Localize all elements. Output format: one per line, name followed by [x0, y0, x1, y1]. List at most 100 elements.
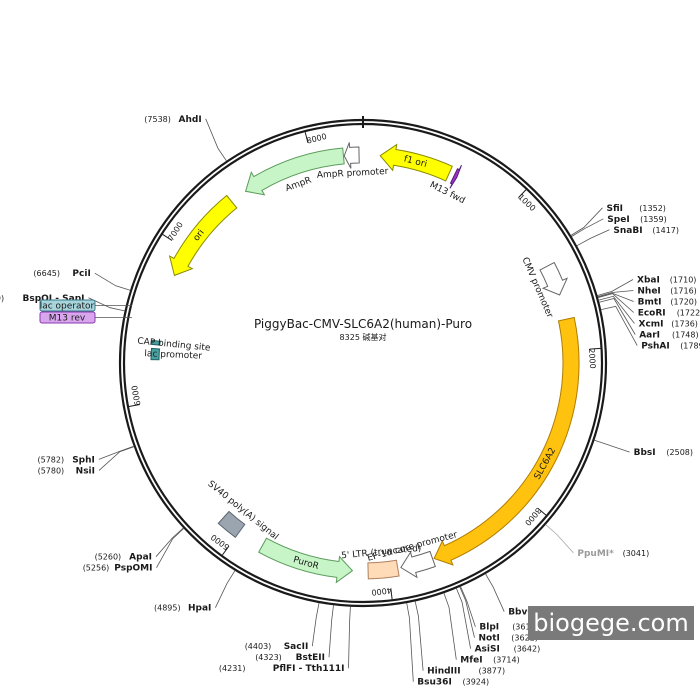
ltr-arrow: [367, 559, 400, 580]
site-leader-line: [570, 207, 603, 236]
site-leader-line: [328, 605, 334, 658]
tick-mark: [537, 507, 547, 516]
site-position: (1722): [677, 309, 700, 318]
site-position: (1352): [639, 204, 666, 213]
site-name: NsiI: [76, 466, 95, 476]
site-position: (5780): [38, 466, 65, 475]
site-position: (3617): [512, 623, 539, 632]
site-position: (1736): [671, 320, 698, 329]
site-position: (3877): [479, 667, 506, 676]
site-position: (1789): [680, 342, 700, 351]
site-position: (6529): [0, 294, 4, 303]
site-name: SacII: [284, 642, 309, 652]
site-name: SphI: [72, 455, 95, 465]
site-leader-line: [597, 279, 634, 296]
backbone-ring: [118, 116, 608, 608]
site-leader-line: [485, 573, 505, 612]
tick-mark: [221, 545, 230, 556]
site-position: (1710): [670, 276, 697, 285]
site-position: (3714): [493, 656, 520, 665]
site-position: (4403): [245, 642, 272, 651]
m13-fwd-label: M13 fwd: [428, 180, 467, 206]
site-name: XbaI: [637, 276, 660, 286]
site-name: HindIII: [427, 667, 461, 677]
site-leader-line: [443, 593, 457, 660]
site-name: PspOMI: [114, 564, 152, 574]
ampr-label: AmpR: [284, 175, 313, 194]
tick-mark: [162, 233, 173, 241]
site-name: SnaBI: [613, 226, 642, 236]
site-name: BmtI: [638, 298, 662, 308]
site-leader-line: [406, 603, 414, 682]
site-leader-line: [459, 586, 475, 638]
site-name: EcoRI: [638, 309, 666, 319]
slc6a2-arrow: [433, 316, 580, 566]
site-position: (3642): [514, 645, 541, 654]
plasmid-size: 8325 碱基对: [340, 332, 387, 342]
site-position: (5782): [37, 455, 64, 464]
site-name: SpeI: [607, 215, 629, 225]
backbone-inner-line: [122, 122, 604, 604]
site-name: PpuMI*: [577, 549, 614, 559]
site-name: BlpI: [479, 623, 499, 633]
site-name: PshAI: [641, 342, 670, 352]
site-leader-line: [594, 439, 630, 453]
cap-site-arrow: [151, 339, 161, 346]
ampr-arrow: [244, 147, 345, 196]
ef1a-core-arrow: [400, 550, 436, 579]
watermark-text: biogege.com: [533, 609, 689, 637]
site-position: (5260): [95, 553, 122, 562]
plasmid-name: PiggyBac-CMV-SLC6A2(human)-Puro: [254, 317, 472, 331]
cmv-promoter-arrow: [539, 261, 569, 296]
site-name: BbsI: [634, 448, 656, 458]
site-leader-line: [599, 298, 636, 335]
site-leader-line: [98, 446, 134, 471]
site-name: XcmI: [639, 320, 664, 330]
tick-mark: [128, 404, 140, 407]
site-name: MfeI: [460, 656, 482, 666]
site-leader-line: [156, 528, 184, 568]
lac-promoter-label: lac promoter: [144, 349, 202, 361]
site-leader-line: [215, 570, 236, 608]
site-name: BstEII: [296, 653, 325, 663]
site-name: BspQI - SapI: [22, 294, 84, 304]
site-position: (6645): [33, 269, 60, 278]
site-leader-line: [456, 588, 471, 649]
site-leader-line: [597, 292, 634, 302]
site-name: AsiSI: [475, 645, 500, 655]
site-position: (3041): [623, 549, 650, 558]
tick-label: 8000: [306, 132, 328, 146]
site-leader-line: [94, 272, 131, 291]
site-leader-line: [460, 586, 476, 627]
site-position: (5256): [83, 564, 110, 573]
site-name: BbvCI: [508, 608, 537, 618]
ampr-promoter-label: AmpR promoter: [317, 167, 389, 181]
site-position: (7538): [144, 115, 171, 124]
site-name: PflFI - Tth111I: [273, 664, 345, 674]
lac-operator-label: lac operator: [40, 302, 95, 312]
site-name: ApaI: [129, 553, 152, 563]
site-leader-line: [311, 602, 320, 647]
site-name: Bsu36I: [417, 678, 452, 688]
site-leader-line: [597, 290, 634, 297]
site-position: (1359): [640, 215, 667, 224]
site-position: (4323): [255, 653, 282, 662]
tick-mark: [390, 588, 393, 600]
m13-rev-label: M13 rev: [49, 314, 86, 324]
site-name: HpaI: [188, 604, 211, 614]
site-position: (2508): [666, 448, 693, 457]
site-leader-line: [598, 295, 635, 324]
site-leader-line: [414, 601, 424, 671]
site-leader-line: [597, 293, 634, 313]
tick-mark: [304, 131, 309, 143]
tick-label: 4000: [371, 585, 392, 596]
site-position: (1720): [670, 298, 697, 307]
site-position: (1748): [672, 331, 699, 340]
sv40-polya-label: SV40 poly(A) signal: [206, 479, 281, 542]
ori-arrow: [168, 194, 238, 277]
f1-ori-arrow: [379, 143, 453, 182]
site-name: AarI: [639, 331, 660, 341]
